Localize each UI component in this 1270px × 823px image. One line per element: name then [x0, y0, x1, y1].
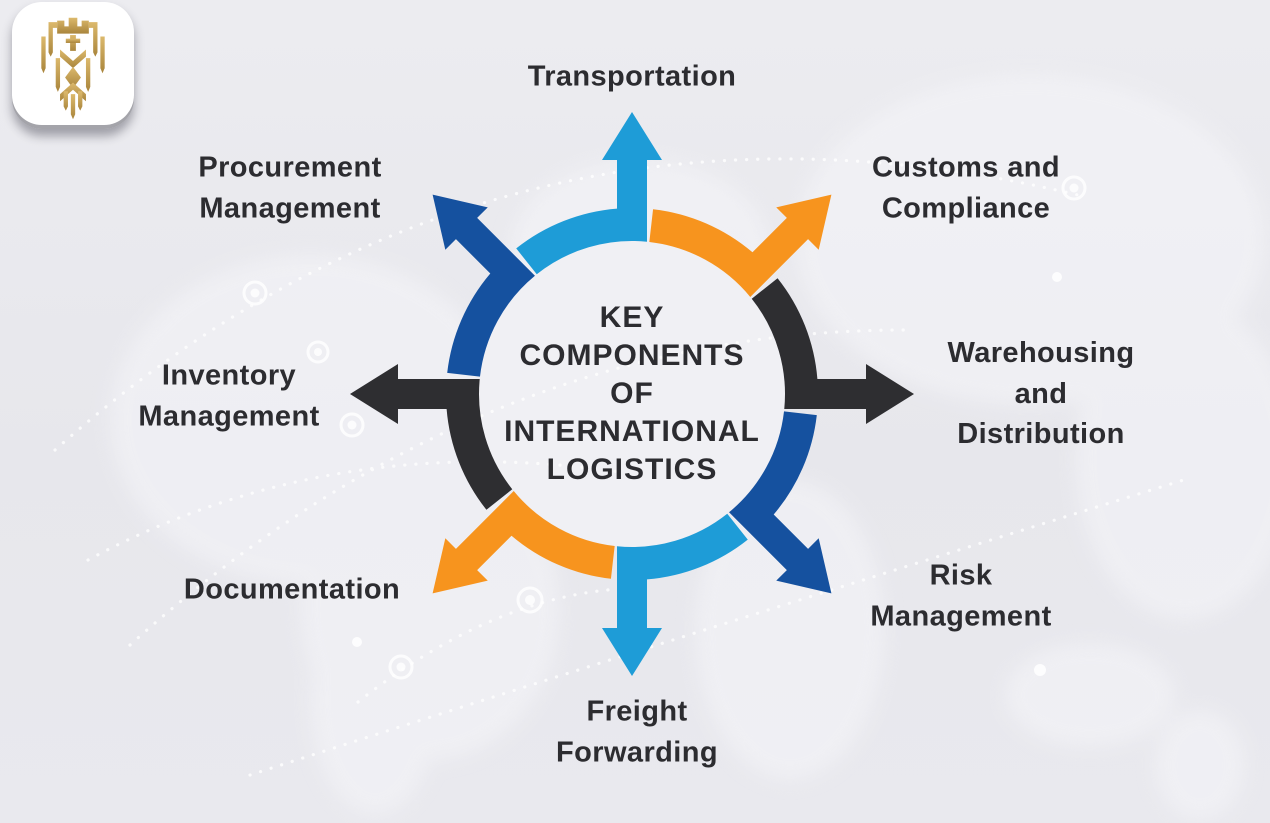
wheel-arrow-ne: [649, 194, 832, 297]
wheel-arrow-sw: [432, 491, 615, 594]
wheel-arrow-n: [516, 112, 662, 275]
brand-logo: [12, 2, 134, 129]
wheel-arrow-se: [729, 411, 832, 594]
spoke-label-n: Transportation: [527, 60, 737, 93]
wheel-hub: [479, 241, 785, 547]
spoke-label-e: Warehousing and Distribution: [947, 337, 1135, 451]
spoke-label-sw: Documentation: [183, 573, 401, 606]
spoke-label-se: Risk Management: [870, 559, 1052, 632]
location-ping-icon: [242, 175, 1087, 680]
spoke-label-w: Inventory Management: [138, 359, 320, 432]
logistics-wheel: [350, 112, 914, 676]
wheel-arrow-e: [751, 278, 914, 424]
spoke-label-ne: Customs and Compliance: [871, 151, 1061, 224]
world-map-decoration: [110, 75, 1270, 820]
spoke-label-nw: Procurement Management: [198, 151, 382, 224]
wheel-arrow-nw: [432, 194, 535, 377]
wheel-arrow-s: [602, 513, 748, 676]
wheel-arrow-w: [350, 364, 513, 510]
spoke-label-s: Freight Forwarding: [556, 695, 718, 768]
diagram-title: KEY COMPONENTS OF INTERNATIONAL LOGISTIC…: [504, 300, 760, 487]
gold-crest-logo-icon: [41, 17, 105, 120]
